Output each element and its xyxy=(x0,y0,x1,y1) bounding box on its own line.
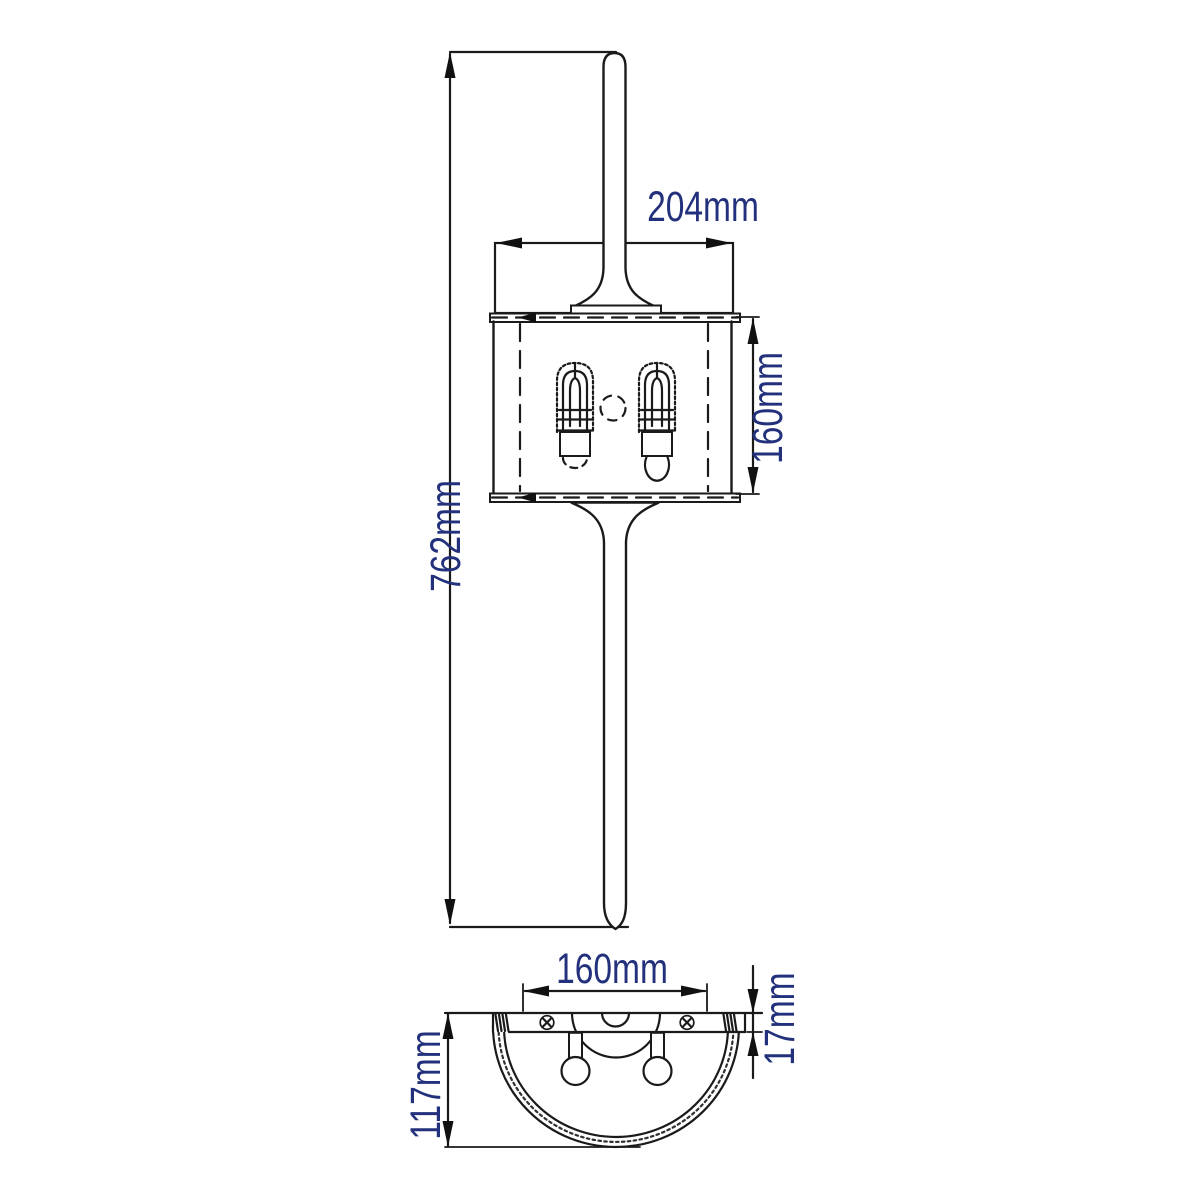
front-view xyxy=(444,50,760,931)
dim-label-backplate-width-bottom: 160mm xyxy=(556,945,668,993)
dim-762-lines xyxy=(444,50,630,929)
finial-dashed-circle xyxy=(599,394,627,422)
shade-bottom-band xyxy=(489,492,741,503)
bulb-left-front xyxy=(555,361,595,470)
dim-label-shade-height: 160mm xyxy=(744,352,792,464)
dim-label-projection-depth: 117mm xyxy=(402,1030,450,1140)
shade-arc-band xyxy=(491,1024,741,1149)
dim-label-backplate-width-front: 204mm xyxy=(647,183,759,231)
dim-17-lines xyxy=(746,964,763,1080)
plate-hatch-left xyxy=(494,1013,510,1033)
lower-stem xyxy=(570,501,660,931)
bulbs-bottom xyxy=(560,1031,673,1087)
screw-right-icon xyxy=(679,1014,695,1031)
dim-160-front-lines xyxy=(735,316,760,495)
plate-hatch-right xyxy=(722,1013,738,1033)
mounting-plate xyxy=(443,1011,764,1059)
dim-label-backplate-depth: 17mm xyxy=(756,972,804,1066)
shade-walls xyxy=(492,320,733,495)
shade-top-band xyxy=(489,312,741,323)
center-stem-arc xyxy=(600,1011,631,1028)
bulb-right-front xyxy=(637,361,677,482)
bottom-view xyxy=(442,964,764,1149)
dim-160-bottom-lines xyxy=(522,983,708,1012)
dim-117-lines xyxy=(442,1012,641,1148)
dim-label-overall-height: 762mm xyxy=(422,480,470,592)
screw-left-icon xyxy=(539,1014,555,1031)
